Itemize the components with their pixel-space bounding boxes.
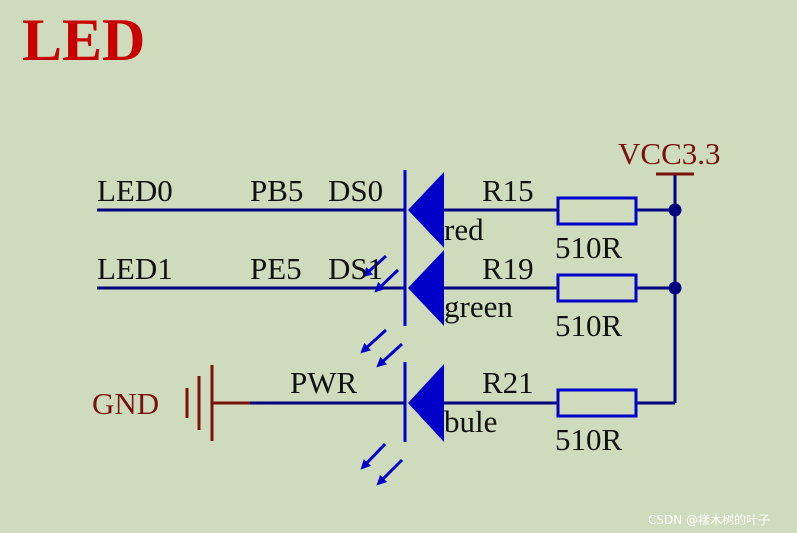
emission-arrow bbox=[362, 254, 388, 278]
resistor-label-r21: R21 bbox=[482, 365, 534, 400]
net-label-led0: LED0 bbox=[97, 173, 173, 208]
emission-arrow bbox=[376, 458, 404, 486]
emission-arrow bbox=[360, 328, 388, 354]
pin-label-pe5: PE5 bbox=[250, 251, 302, 286]
led-color-blue: bule bbox=[444, 404, 497, 439]
designator-ds1: DS1 bbox=[328, 251, 383, 286]
watermark: CSDN @樣木树的叶子 bbox=[648, 512, 770, 527]
wires bbox=[97, 174, 677, 405]
ground-symbol: GND bbox=[92, 365, 250, 441]
junction-dot bbox=[668, 281, 682, 295]
schematic-title: LED bbox=[22, 7, 145, 73]
emission-arrow bbox=[360, 442, 387, 470]
resistor-value-r15: 510R bbox=[555, 230, 623, 265]
led-pwr bbox=[403, 362, 444, 442]
resistor-r19 bbox=[556, 273, 638, 303]
resistor-value-r19: 510R bbox=[555, 308, 623, 343]
resistor-label-r19: R19 bbox=[482, 251, 534, 286]
vcc-label: VCC3.3 bbox=[618, 136, 721, 171]
pin-label-pb5: PB5 bbox=[250, 173, 303, 208]
led-color-red: red bbox=[444, 212, 484, 247]
led-ds0 bbox=[403, 170, 444, 250]
gnd-label: GND bbox=[92, 386, 159, 421]
emission-arrow bbox=[376, 342, 404, 368]
led-triangle bbox=[408, 250, 444, 326]
led-triangle bbox=[408, 364, 444, 442]
led-color-green: green bbox=[444, 289, 513, 324]
led-ds1 bbox=[403, 250, 444, 326]
emission-arrow bbox=[374, 268, 400, 293]
emission-arrows bbox=[360, 254, 404, 486]
resistor-label-r15: R15 bbox=[482, 173, 534, 208]
resistors bbox=[556, 196, 638, 418]
resistor-r15 bbox=[556, 196, 638, 226]
net-label-led1: LED1 bbox=[97, 251, 173, 286]
designator-ds0: DS0 bbox=[328, 173, 383, 208]
led-triangle bbox=[408, 172, 444, 248]
resistor-r21 bbox=[556, 388, 638, 418]
resistor-value-r21: 510R bbox=[555, 422, 623, 457]
junction-dot bbox=[668, 203, 682, 217]
pin-label-pwr: PWR bbox=[290, 365, 358, 400]
vcc-symbol: VCC3.3 bbox=[618, 136, 721, 176]
